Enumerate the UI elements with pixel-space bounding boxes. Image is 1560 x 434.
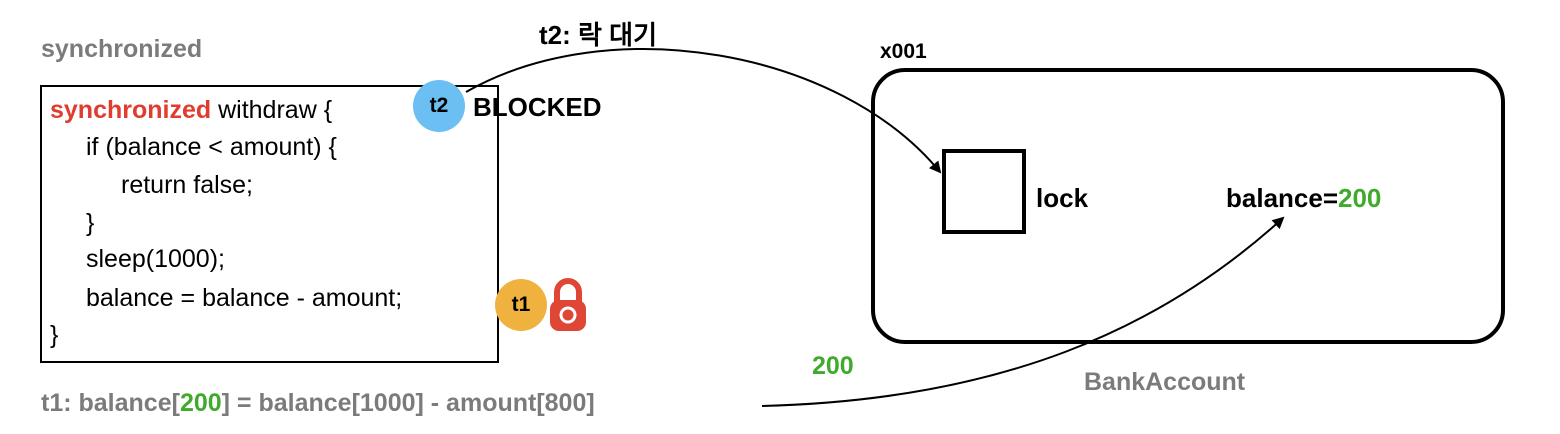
- padlock-icon: [550, 278, 586, 331]
- t2-wait-arrow: [465, 48, 942, 174]
- thread-t1-badge: t1: [495, 279, 547, 331]
- bank-account-object: [871, 68, 1505, 344]
- code-line-2: if (balance < amount) {: [86, 133, 337, 161]
- calculation-rest: ] = balance[1000] - amount[800]: [221, 389, 595, 417]
- transfer-value: 200: [812, 352, 854, 380]
- t2-state-label: BLOCKED: [473, 92, 602, 122]
- code-line-7: }: [50, 321, 59, 349]
- section-title: synchronized: [41, 35, 203, 63]
- code-line-4: }: [86, 209, 95, 237]
- code-line-5: sleep(1000);: [86, 245, 225, 273]
- object-class-name: BankAccount: [1084, 368, 1246, 396]
- code-block: [40, 85, 499, 363]
- lock-label: lock: [1036, 183, 1089, 213]
- wait-label: t2: 락 대기: [539, 20, 657, 50]
- balance-field-value: 200: [1338, 183, 1382, 213]
- code-line-1: synchronized withdraw {: [50, 96, 332, 125]
- object-address: x001: [880, 40, 927, 63]
- method-signature: withdraw {: [211, 96, 333, 124]
- balance-field: balance=200: [1226, 183, 1381, 214]
- balance-update-arrow: [761, 216, 1285, 407]
- balance-field-label: balance=: [1226, 183, 1339, 213]
- calculation-line: t1: balance[200] = balance[1000] - amoun…: [41, 389, 595, 418]
- calculation-prefix: t1: balance[: [41, 389, 180, 417]
- code-line-3: return false;: [121, 171, 254, 199]
- lock-box: [942, 149, 1026, 234]
- calculation-result: 200: [179, 389, 222, 417]
- code-line-6: balance = balance - amount;: [86, 284, 403, 312]
- thread-t2-badge: t2: [413, 80, 465, 132]
- synchronized-keyword: synchronized: [50, 96, 212, 124]
